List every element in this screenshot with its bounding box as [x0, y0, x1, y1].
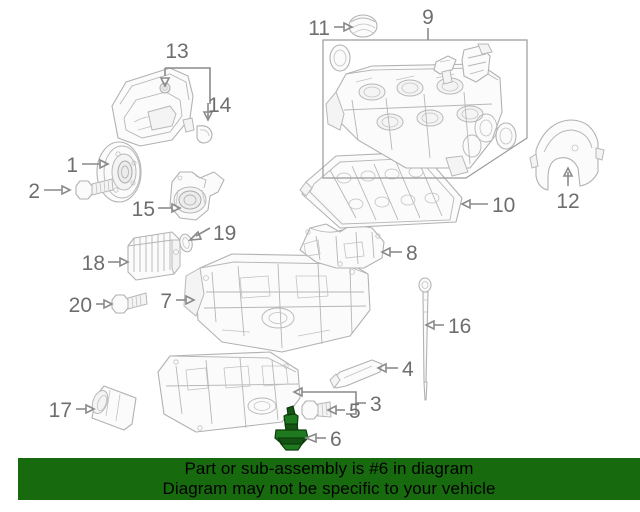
callout-13-leader: [159, 67, 211, 104]
callout-11-leader: [334, 21, 354, 33]
part-14-cover-seal: [196, 125, 213, 144]
part-15-oil-pump-housing: [169, 171, 225, 221]
callout-18-leader: [108, 256, 130, 268]
callout-11-label: 11: [308, 17, 330, 40]
callout-9-label: 9: [422, 6, 434, 29]
callout-4-leader: [376, 362, 398, 374]
info-banner: Part or sub-assembly is #6 in diagram Di…: [18, 458, 640, 500]
callout-8-label: 8: [406, 242, 418, 265]
callout-2-label: 2: [28, 180, 40, 203]
callout-5-label: 5: [349, 400, 361, 423]
part-19-o-ring-seal: [179, 233, 193, 253]
part-2-pulley-bolt: [75, 178, 114, 200]
callout-16-leader: [424, 319, 444, 331]
callout-5-leader: [326, 404, 345, 416]
callout-16-label: 16: [448, 315, 471, 338]
callout-6-label: 6: [330, 428, 342, 451]
banner-line-1: Part or sub-assembly is #6 in diagram: [184, 459, 474, 478]
callout-20-label: 20: [69, 294, 92, 317]
part-18-oil-cooler: [127, 231, 181, 281]
part-5-drain-plug: [301, 400, 332, 420]
callout-18-label: 18: [82, 252, 105, 275]
part-8-windage-tray: [299, 223, 385, 269]
callout-10-leader: [460, 198, 488, 210]
part-16-oil-dipstick: [418, 277, 432, 401]
part-20-oil-cooler-bolt: [111, 292, 148, 314]
part-12-timing-cover: [529, 119, 605, 191]
callout-8-leader: [380, 246, 402, 258]
callout-12-leader: [562, 166, 574, 186]
callout-17-leader: [76, 403, 96, 415]
part-10-valve-cover-gasket: [299, 151, 463, 229]
callout-2-leader: [44, 184, 72, 196]
callout-14-leader: [202, 103, 214, 122]
callout-15-label: 15: [132, 198, 155, 221]
callout-3-label: 3: [370, 393, 382, 416]
part-7-upper-oil-pan: [183, 253, 371, 353]
callout-17-label: 17: [49, 399, 72, 422]
callout-6-leader: [303, 432, 326, 444]
callout-1-label: 1: [66, 154, 78, 177]
part-9-valve-cover-assembly: [322, 39, 528, 179]
callout-1-leader: [82, 158, 110, 170]
part-4-oil-pickup-tube: [329, 359, 383, 389]
callout-3-leader: [292, 386, 366, 415]
part-17-oil-filter: [91, 385, 137, 431]
callout-20-leader: [96, 298, 114, 310]
callout-7-leader: [176, 294, 196, 306]
callout-7-label: 7: [160, 290, 172, 313]
callout-14-label: 14: [208, 94, 232, 117]
part-6-oil-level-sensor: [274, 405, 309, 451]
callout-13-label: 13: [165, 40, 188, 63]
callout-4-label: 4: [402, 358, 414, 381]
callout-19-label: 19: [213, 222, 236, 245]
part-13-front-engine-cover: [111, 67, 195, 147]
callout-12-label: 12: [556, 190, 579, 213]
callout-19-leader: [187, 227, 211, 241]
banner-line-2: Diagram may not be specific to your vehi…: [162, 479, 496, 498]
part-3-lower-oil-pan-assembly: [157, 351, 301, 433]
callout-10-label: 10: [492, 194, 515, 217]
part-1-crankshaft-pulley: [96, 141, 142, 203]
callout-15-leader: [158, 202, 182, 214]
part-11-oil-filler-cap: [348, 14, 378, 38]
